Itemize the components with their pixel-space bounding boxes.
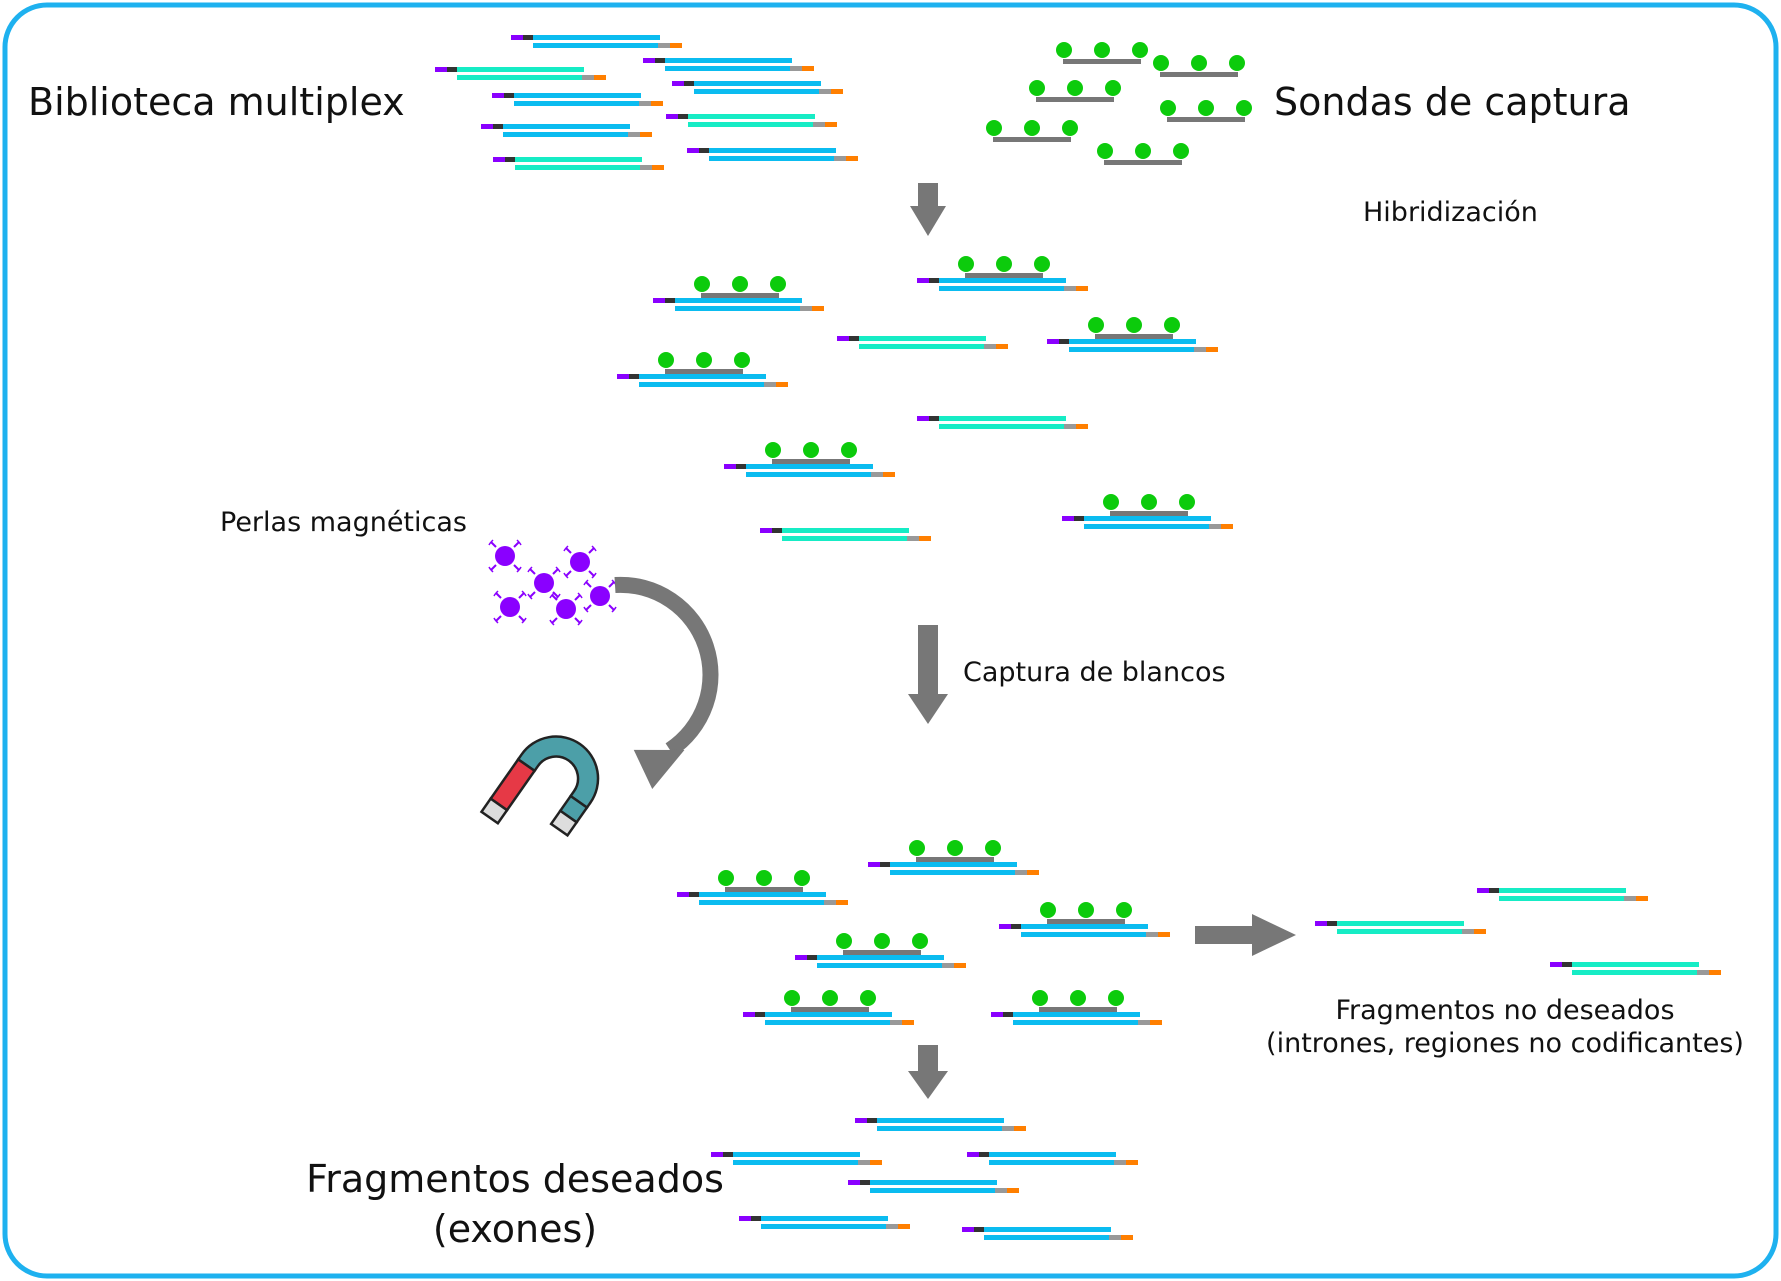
- capture-probe: [1153, 55, 1245, 77]
- exon-fragment: [643, 58, 814, 71]
- exon-fragment: [967, 1152, 1138, 1165]
- unwanted-label-line1: Fragmentos no deseados: [1335, 995, 1675, 1026]
- intron-fragment: [837, 336, 1008, 349]
- captured-fragments: [677, 840, 1170, 1025]
- arrow-right-icon: [1195, 914, 1296, 956]
- capture-probes: [986, 42, 1252, 165]
- intron-fragment: [1315, 921, 1486, 934]
- multiplex-library-fragments: [435, 35, 858, 170]
- hybridized-fragment: [1062, 494, 1233, 529]
- exon-fragment: [999, 924, 1170, 937]
- probes-label: Sondas de captura: [1274, 80, 1631, 124]
- intron-fragment: [917, 416, 1088, 429]
- exon-fragment: [795, 955, 966, 968]
- exon-fragment: [848, 1180, 1019, 1193]
- hybridization-label: Hibridización: [1363, 197, 1538, 228]
- capture-probe: [909, 840, 1001, 862]
- exon-fragment: [868, 862, 1039, 875]
- wanted-label-line1: Fragmentos deseados: [306, 1157, 724, 1201]
- hybridized-fragment: [795, 933, 966, 968]
- hybridized-fragment: [677, 870, 848, 905]
- capture-probe: [986, 120, 1078, 142]
- intron-fragment: [760, 528, 931, 541]
- capture-probe: [1103, 494, 1195, 516]
- capture-probe: [1029, 80, 1121, 102]
- exon-fragment: [991, 1012, 1162, 1025]
- exon-fragment: [739, 1216, 910, 1229]
- arrow-down-icon: [908, 1045, 948, 1099]
- magnetic-bead-icon: [549, 592, 583, 626]
- exon-fragment: [617, 374, 788, 387]
- exon-fragment: [1062, 516, 1233, 529]
- hybridized-fragments: [617, 256, 1233, 541]
- capture-probe: [1056, 42, 1148, 64]
- intron-fragment: [666, 114, 837, 127]
- capture-probe: [958, 256, 1050, 278]
- intron-fragment: [435, 67, 606, 80]
- hybridized-fragment: [917, 256, 1088, 291]
- arrow-down-icon: [910, 183, 946, 236]
- exon-fragment: [481, 124, 652, 137]
- capture-probe: [1088, 317, 1180, 339]
- intron-fragment: [1550, 962, 1721, 975]
- capture-probe: [784, 990, 876, 1012]
- arrow-down-icon: [908, 625, 948, 724]
- hybridized-fragment: [868, 840, 1039, 875]
- wanted-label: Fragmentos deseados (exones): [305, 1157, 725, 1251]
- hybridized-fragment: [991, 990, 1162, 1025]
- magnetic-bead-icon: [493, 590, 527, 624]
- curved-arrow-icon: [614, 576, 719, 789]
- hybridized-fragment: [1047, 317, 1218, 352]
- exon-fragment: [687, 148, 858, 161]
- exon-fragment: [672, 81, 843, 94]
- exon-fragment: [1047, 339, 1218, 352]
- exon-fragment: [653, 298, 824, 311]
- wanted-label-line2: (exones): [432, 1207, 598, 1251]
- unwanted-label-line2: (intrones, regiones no codificantes): [1266, 1028, 1744, 1059]
- exon-fragment: [724, 464, 895, 477]
- magnetic-beads: [488, 539, 617, 626]
- exon-fragment: [743, 1012, 914, 1025]
- exon-fragment: [511, 35, 682, 48]
- capture-probe: [1032, 990, 1124, 1012]
- magnet-icon: [479, 735, 600, 838]
- capture-probe: [694, 276, 786, 298]
- hybridized-fragment: [724, 442, 895, 477]
- exon-fragment: [492, 93, 663, 106]
- hybridized-fragment: [999, 902, 1170, 937]
- capture-probe: [1097, 143, 1189, 165]
- hybridized-fragment: [653, 276, 824, 311]
- capture-probe: [1160, 100, 1252, 122]
- exon-fragment: [855, 1118, 1026, 1131]
- capture-probe: [658, 352, 750, 374]
- magnetic-bead-icon: [583, 579, 617, 613]
- hybridized-fragment: [617, 352, 788, 387]
- magnetic-bead-icon: [563, 545, 597, 579]
- exon-fragment: [677, 892, 848, 905]
- capture-probe: [718, 870, 810, 892]
- exon-fragment: [917, 278, 1088, 291]
- beads-label: Perlas magnéticas: [220, 507, 467, 538]
- library-label: Biblioteca multiplex: [28, 80, 405, 124]
- wanted-fragments: [711, 1118, 1138, 1240]
- magnetic-bead-icon: [527, 566, 561, 600]
- capture-probe: [765, 442, 857, 464]
- capture-probe: [1040, 902, 1132, 924]
- exon-fragment: [711, 1152, 882, 1165]
- capture-probe: [836, 933, 928, 955]
- magnetic-bead-icon: [488, 539, 522, 573]
- exon-fragment: [962, 1227, 1133, 1240]
- unwanted-label: Fragmentos no deseados (intrones, region…: [1225, 995, 1781, 1059]
- intron-fragment: [1477, 888, 1648, 901]
- capture-label: Captura de blancos: [963, 657, 1226, 688]
- unwanted-fragments: [1315, 888, 1721, 975]
- hybridized-fragment: [743, 990, 914, 1025]
- intron-fragment: [493, 157, 664, 170]
